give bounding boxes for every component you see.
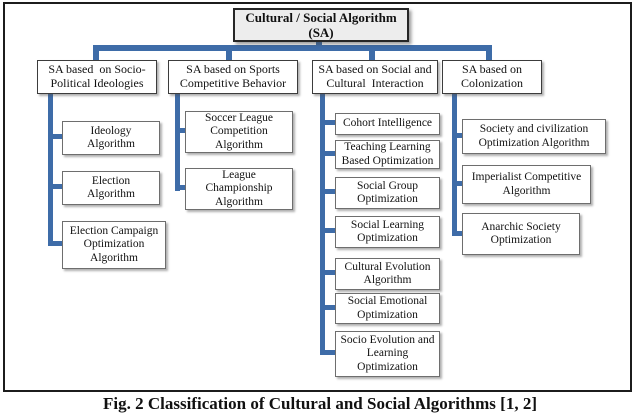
connector-stub-branch-3 [369,45,375,61]
node-cultural-evolution-algorithm: Cultural Evolution Algorithm [335,258,440,290]
node-social-emotional-optimization: Social Emotional Optimization [335,293,440,324]
connector-trunk-branch-2 [175,92,180,191]
connector-elbow-socio-evolution [320,350,336,355]
connector-stub-branch-1 [93,45,99,61]
node-teaching-learning-based-optimization: Teaching Learning Based Optimization [335,140,440,169]
connector-elbow-anarchic [452,231,463,236]
node-header-sports-competitive-behavior: SA based on Sports Competitive Behavior [168,60,298,94]
connector-elbow-ideology [48,134,64,139]
connector-root-trunk [316,37,322,47]
node-cohort-intelligence: Cohort Intelligence [335,113,440,135]
connector-elbow-cultural-evolution [320,270,336,275]
node-ideology-algorithm: Ideology Algorithm [62,121,160,155]
node-election-algorithm: Election Algorithm [62,171,160,205]
connector-elbow-society-civilization [452,133,463,138]
connector-elbow-league-championship [175,185,187,190]
connector-stub-branch-2 [226,45,232,61]
connector-trunk-branch-4 [452,92,457,236]
node-election-campaign-optimization: Election Campaign Optimization Algorithm [62,221,166,269]
node-imperialist-competitive-algorithm: Imperialist Competitive Algorithm [462,165,591,204]
node-header-socio-political-ideologies: SA based on Socio- Political Ideologies [37,60,157,94]
connector-elbow-social-learning [320,228,336,233]
node-header-social-cultural-interaction: SA based on Social and Cultural Interact… [312,60,438,94]
connector-trunk-branch-3 [320,92,325,355]
connector-elbow-election-campaign [48,241,64,246]
node-anarchic-society-optimization: Anarchic Society Optimization [462,213,580,255]
node-root-cultural-social-algorithm: Cultural / Social Algorithm (SA) [233,8,409,42]
connector-elbow-election [48,184,64,189]
connector-stub-branch-4 [486,45,492,61]
connector-elbow-teaching-learning [320,151,336,156]
node-socio-evolution-learning-optimization: Socio Evolution and Learning Optimizatio… [335,331,440,377]
connector-elbow-soccer-league [175,128,187,133]
node-header-colonization: SA based on Colonization [442,60,542,94]
node-league-championship: League Championship Algorithm [185,168,293,210]
connector-elbow-social-group [320,189,336,194]
node-society-civilization-optimization: Society and civilization Optimization Al… [462,119,606,154]
connector-bus [93,45,492,51]
connector-trunk-branch-1 [48,92,53,246]
connector-elbow-social-emotional [320,305,336,310]
connector-elbow-imperialist [452,181,463,186]
connector-elbow-cohort [320,120,336,125]
node-social-group-optimization: Social Group Optimization [335,177,440,209]
node-soccer-league-competition: Soccer League Competition Algorithm [185,111,293,153]
node-social-learning-optimization: Social Learning Optimization [335,216,440,248]
figure-caption: Fig. 2 Classification of Cultural and So… [103,394,537,413]
